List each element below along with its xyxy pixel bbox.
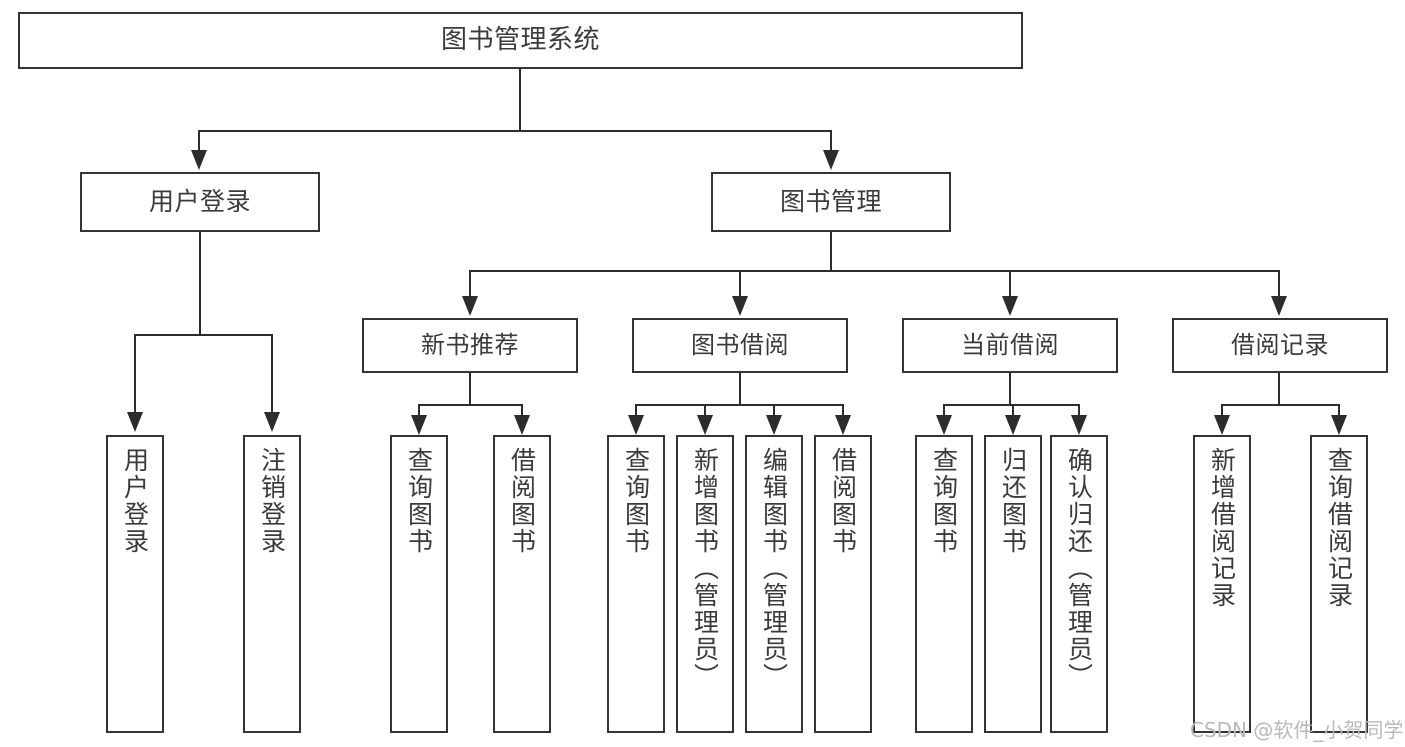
arrow-bb-to-leaf-1 — [628, 415, 644, 435]
leaf-query-book-borrow[interactable]: 查询图书 — [607, 435, 665, 733]
leaf-logout-login[interactable]: 注销登录 — [243, 435, 301, 733]
node-label: 新增图书（管理员） — [690, 447, 720, 690]
leaf-borrow-book-recommend[interactable]: 借阅图书 — [493, 435, 551, 733]
node-current-borrow[interactable]: 当前借阅 — [902, 318, 1118, 373]
node-label: 查询借阅记录 — [1324, 447, 1354, 609]
edge-book-borrow-stem — [739, 373, 741, 406]
csdn-watermark: CSDN @软件_小贺同学 — [1190, 718, 1404, 742]
edge-cb-to-leaf-2 — [1012, 404, 1014, 419]
arrow-new-book-to-leaf-1 — [411, 415, 427, 435]
edge-user-login-bar — [134, 334, 272, 336]
node-user-login[interactable]: 用户登录 — [80, 172, 320, 232]
edge-book-management-bar — [469, 270, 1279, 272]
edge-bb-to-leaf-2 — [704, 404, 706, 419]
arrow-bb-to-leaf-3 — [766, 415, 782, 435]
node-new-book-recommend[interactable]: 新书推荐 — [362, 318, 578, 373]
leaf-query-book-recommend[interactable]: 查询图书 — [390, 435, 448, 733]
node-book-management-system[interactable]: 图书管理系统 — [18, 12, 1023, 69]
edge-root-stem — [519, 69, 521, 131]
node-label: 借阅记录 — [1231, 331, 1329, 360]
arrow-user-login-to-leaf-2 — [264, 412, 280, 432]
leaf-query-borrow-record[interactable]: 查询借阅记录 — [1310, 435, 1368, 733]
leaf-return-book[interactable]: 归还图书 — [984, 435, 1042, 733]
node-label: 查询图书 — [929, 447, 959, 555]
arrow-bm-to-book-borrow — [732, 296, 748, 316]
leaf-add-borrow-record[interactable]: 新增借阅记录 — [1193, 435, 1251, 733]
arrow-new-book-to-leaf-2 — [514, 415, 530, 435]
edge-bm-to-borrow-record — [1278, 270, 1280, 298]
node-label: 确认归还（管理员） — [1064, 447, 1094, 690]
node-label: 图书管理系统 — [440, 24, 600, 55]
node-label: 编辑图书（管理员） — [759, 447, 789, 690]
arrow-bm-to-new-book — [462, 296, 478, 316]
edge-br-to-leaf-1 — [1221, 404, 1223, 419]
node-label: 查询图书 — [621, 447, 651, 555]
edge-bm-to-current-borrow — [1009, 270, 1011, 298]
edge-root-to-book-management — [830, 130, 832, 152]
node-book-management[interactable]: 图书管理 — [711, 172, 951, 232]
edge-root-bar — [198, 130, 832, 132]
edge-book-borrow-bar — [635, 404, 844, 406]
leaf-add-book-admin[interactable]: 新增图书（管理员） — [676, 435, 734, 733]
edge-new-book-bar — [418, 404, 522, 406]
edge-bb-to-leaf-1 — [635, 404, 637, 419]
edge-br-to-leaf-2 — [1338, 404, 1340, 419]
edge-user-login-to-leaf-1 — [134, 334, 136, 414]
edge-user-login-stem — [199, 232, 201, 335]
node-label: 注销登录 — [257, 447, 287, 555]
node-label: 当前借阅 — [961, 331, 1059, 360]
edge-bm-to-new-book — [469, 270, 471, 298]
arrow-cb-to-leaf-2 — [1005, 415, 1021, 435]
node-label: 新书推荐 — [421, 331, 519, 360]
node-label: 用户登录 — [148, 187, 251, 216]
edge-current-borrow-stem — [1009, 373, 1011, 406]
arrow-br-to-leaf-1 — [1214, 415, 1230, 435]
leaf-edit-book-admin[interactable]: 编辑图书（管理员） — [745, 435, 803, 733]
arrow-root-to-book-management — [823, 150, 839, 170]
node-label: 用户登录 — [120, 447, 150, 555]
arrow-root-to-user-login — [191, 150, 207, 170]
node-label: 归还图书 — [998, 447, 1028, 555]
edge-borrow-record-stem — [1278, 373, 1280, 406]
edge-bm-to-book-borrow — [739, 270, 741, 298]
node-label: 借阅图书 — [507, 447, 537, 555]
edge-new-book-stem — [469, 373, 471, 406]
node-label: 借阅图书 — [828, 447, 858, 555]
edge-current-borrow-bar — [943, 404, 1079, 406]
edge-cb-to-leaf-3 — [1078, 404, 1080, 419]
arrow-br-to-leaf-2 — [1331, 415, 1347, 435]
arrow-cb-to-leaf-3 — [1071, 415, 1087, 435]
arrow-bb-to-leaf-2 — [697, 415, 713, 435]
edge-bb-to-leaf-3 — [773, 404, 775, 419]
leaf-user-login[interactable]: 用户登录 — [106, 435, 164, 733]
arrow-user-login-to-leaf-1 — [127, 412, 143, 432]
arrow-cb-to-leaf-1 — [936, 415, 952, 435]
edge-root-to-user-login — [198, 130, 200, 152]
node-book-borrow[interactable]: 图书借阅 — [632, 318, 848, 373]
node-label: 图书借阅 — [691, 331, 789, 360]
edge-book-management-stem — [830, 232, 832, 272]
node-borrow-record[interactable]: 借阅记录 — [1172, 318, 1388, 373]
leaf-confirm-return-admin[interactable]: 确认归还（管理员） — [1050, 435, 1108, 733]
edge-cb-to-leaf-1 — [943, 404, 945, 419]
arrow-bb-to-leaf-4 — [835, 415, 851, 435]
edge-new-book-to-leaf-2 — [521, 404, 523, 419]
node-label: 新增借阅记录 — [1207, 447, 1237, 609]
node-label: 查询图书 — [404, 447, 434, 555]
edge-bb-to-leaf-4 — [842, 404, 844, 419]
arrow-bm-to-borrow-record — [1271, 296, 1287, 316]
leaf-borrow-book[interactable]: 借阅图书 — [814, 435, 872, 733]
edge-user-login-to-leaf-2 — [271, 334, 273, 414]
edge-new-book-to-leaf-1 — [418, 404, 420, 419]
node-label: 图书管理 — [779, 187, 882, 216]
leaf-query-book-current[interactable]: 查询图书 — [915, 435, 973, 733]
arrow-bm-to-current-borrow — [1002, 296, 1018, 316]
edge-borrow-record-bar — [1221, 404, 1339, 406]
